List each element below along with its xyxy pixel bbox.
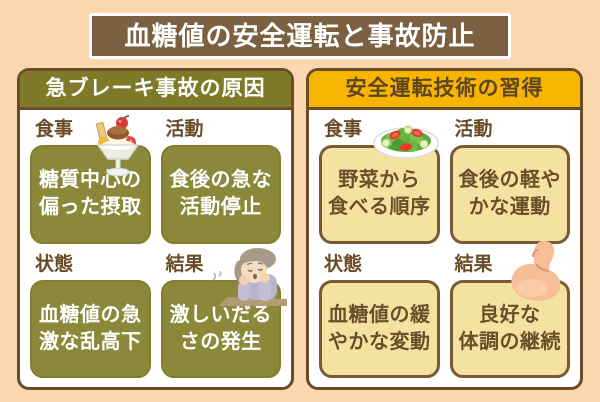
cell-causes-result: 結果: [160, 247, 287, 378]
panel-causes-body: 食事: [20, 110, 291, 387]
skill-activity-box: 食後の軽や かな運動: [449, 145, 570, 244]
cell-label-meal: 食事: [35, 119, 74, 140]
panel-skills-header: 安全運転技術の習得: [309, 71, 580, 110]
salad-icon: [372, 117, 440, 168]
panel-causes: 急ブレーキ事故の原因 食事: [17, 68, 294, 390]
cell-label-state: 状態: [35, 253, 74, 275]
cell-skills-result: 結果 良好な 体調の継続: [449, 240, 570, 378]
panel-skills-body: 食事: [309, 110, 580, 387]
cell-label-activity: 活動: [454, 119, 493, 140]
page-title: 血糖値の安全運転と事故防止: [89, 13, 511, 59]
cell-skills-meal: 食事: [319, 115, 440, 244]
title-banner: 血糖値の安全運転と事故防止: [0, 0, 600, 59]
cell-causes-meal: 食事: [30, 115, 151, 244]
cell-label-result: 結果: [165, 253, 204, 275]
tired-woman-icon: [207, 244, 287, 315]
panel-skills: 安全運転技術の習得 食事: [306, 68, 583, 390]
cell-label-state: 状態: [324, 253, 363, 275]
cell-causes-activity: 活動 食後の急な 活動停止: [160, 115, 281, 244]
cell-causes-state: 状態 血糖値の急 激な乱高下: [30, 250, 151, 378]
panels-row: 急ブレーキ事故の原因 食事: [17, 68, 583, 390]
cell-label-activity: 活動: [165, 119, 204, 140]
skill-meal-box: 野菜から 食べる順序: [319, 145, 440, 244]
parfait-icon: [95, 114, 141, 183]
cause-activity-box: 食後の急な 活動停止: [160, 145, 281, 244]
cell-skills-state: 状態 血糖値の緩 やかな変動: [319, 250, 440, 378]
cause-state-box: 血糖値の急 激な乱高下: [30, 279, 151, 378]
panel-causes-header: 急ブレーキ事故の原因: [20, 71, 291, 110]
skill-state-box: 血糖値の緩 やかな変動: [319, 279, 440, 378]
cell-label-result: 結果: [454, 253, 493, 275]
bicep-icon: [508, 240, 566, 309]
cell-skills-activity: 活動 食後の軽や かな運動: [449, 115, 570, 244]
cell-label-meal: 食事: [324, 119, 363, 140]
